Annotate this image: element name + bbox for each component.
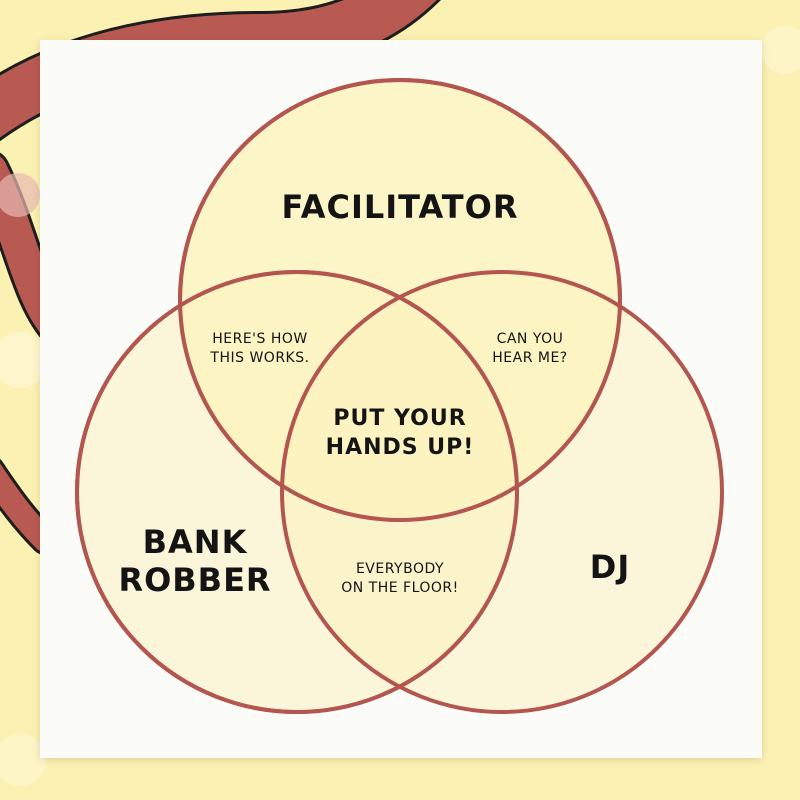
intersection-center-line-1: PUT YOUR: [333, 406, 467, 431]
intersection-label-center: PUT YOUR HANDS UP!: [290, 405, 510, 462]
intersection-label-top-right: CAN YOU HEAR ME?: [450, 330, 610, 368]
circle-bank-robber-outline: [75, 270, 519, 714]
decorative-dot: [761, 26, 800, 74]
intersection-top-right-line-2: HEAR ME?: [492, 349, 568, 366]
circle-dj: [280, 270, 724, 714]
set-label-facilitator: FACILITATOR: [281, 188, 519, 226]
decorative-dot: [0, 734, 46, 786]
intersection-top-right-line-1: CAN YOU: [496, 331, 564, 347]
set-label-dj: DJ: [589, 548, 631, 586]
intersection-label-top-left: HERE'S HOW THIS WORKS.: [180, 330, 340, 368]
set-label-bank-robber-line-2: ROBBER: [118, 560, 272, 599]
intersection-top-left-line-1: HERE'S HOW: [212, 331, 308, 347]
intersection-bottom-line-2: ON THE FLOOR!: [341, 579, 459, 596]
circle-facilitator-outline: [178, 78, 622, 522]
intersection-center-line-2: HANDS UP!: [325, 434, 475, 460]
intersection-label-bottom: EVERYBODY ON THE FLOOR!: [310, 560, 490, 598]
set-label-bank-robber-line-1: BANK: [142, 523, 248, 561]
decorative-band-lower-fill: [0, 463, 57, 552]
decorative-dot: [0, 173, 40, 217]
set-label-bank-robber: BANK ROBBER: [100, 523, 290, 600]
intersection-bottom-line-1: EVERYBODY: [355, 561, 445, 577]
decorative-dot: [0, 332, 48, 388]
intersection-top-left-line-2: THIS WORKS.: [210, 349, 310, 366]
